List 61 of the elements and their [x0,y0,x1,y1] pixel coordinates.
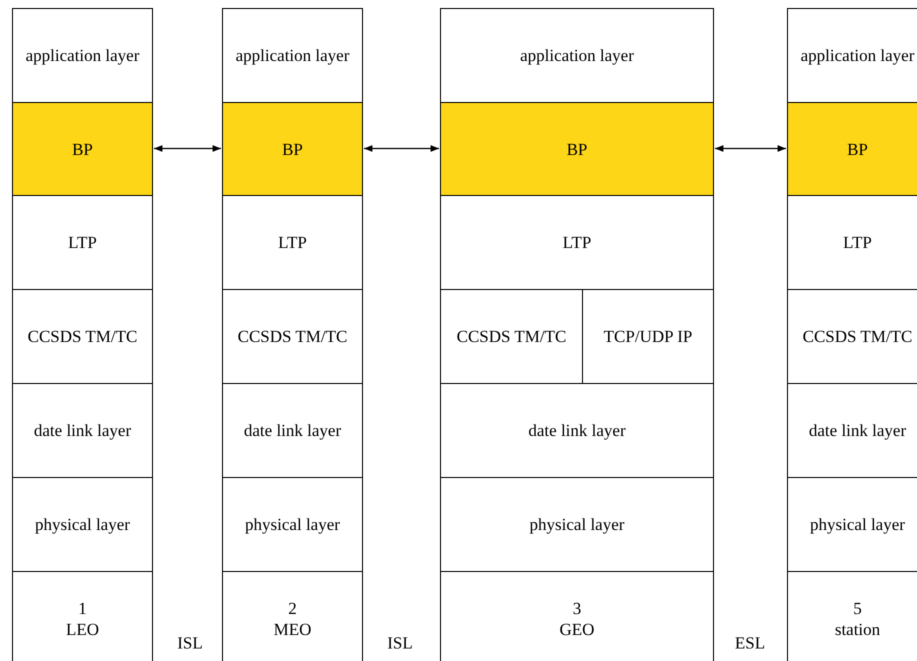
layer-label: 1 [78,598,87,618]
layer-label: physical layer [810,514,905,535]
layer-box [222,289,363,384]
layer-label: station [834,618,880,640]
layer-box [12,477,153,572]
layer-label: BP [847,138,868,160]
double-arrow [715,145,786,152]
layer-box [787,8,917,103]
layer-label: application layer [520,45,634,66]
layer-box [222,477,363,572]
layer-label: date link layer [244,420,342,441]
link-label: ISL [177,632,203,654]
layer-label: physical layer [245,514,340,535]
layer-label: LTP [68,232,97,253]
layer-box [12,571,153,661]
layer-box [222,195,363,290]
layer-label: LTP [278,232,307,253]
layer-box [222,8,363,103]
layer-label: physical layer [530,514,624,535]
layer-label: CCSDS TM/TC [28,326,138,347]
layer-box [222,571,363,661]
layer-box [12,8,153,103]
layer-box [12,195,153,290]
layer-label: LTP [562,232,592,253]
highlighted-layer-box [440,102,714,196]
layer-label: CCSDS TM/TC [456,326,566,347]
layer-label: date link layer [808,420,906,441]
layer-label: application layer [800,45,914,66]
layer-label: CCSDS TM/TC [802,326,912,347]
link-label: ESL [734,632,766,654]
layer-box [12,383,153,478]
layer-label: 3 [572,598,582,618]
link-label: ISL [387,632,413,654]
layer-label: 2 [288,598,297,618]
layer-box [440,8,714,103]
layer-label: date link layer [528,420,626,441]
highlighted-layer-box [222,102,363,196]
layer-label: application layer [236,45,350,66]
layer-label: MEO [274,618,312,640]
layer-label: TCP/UDP IP [604,326,692,347]
layer-box [12,289,153,384]
layer-label: date link layer [34,420,132,441]
double-arrow [364,145,439,152]
layer-box [440,195,714,290]
layer-label: BP [72,138,93,160]
layer-label: application layer [26,45,140,66]
highlighted-layer-box [12,102,153,196]
layer-label: LEO [66,618,100,640]
double-arrow [154,145,221,152]
layer-label: BP [566,138,588,160]
layer-label: physical layer [35,514,130,535]
layer-box [440,477,714,572]
layer-label: LTP [843,232,872,253]
layer-box [440,571,714,661]
layer-box [440,383,714,478]
layer-box [222,383,363,478]
layer-label: CCSDS TM/TC [238,326,348,347]
layer-label: BP [282,138,303,160]
layer-label: 5 [853,598,862,618]
layer-label: GEO [560,618,594,640]
highlighted-layer-box [787,102,917,196]
